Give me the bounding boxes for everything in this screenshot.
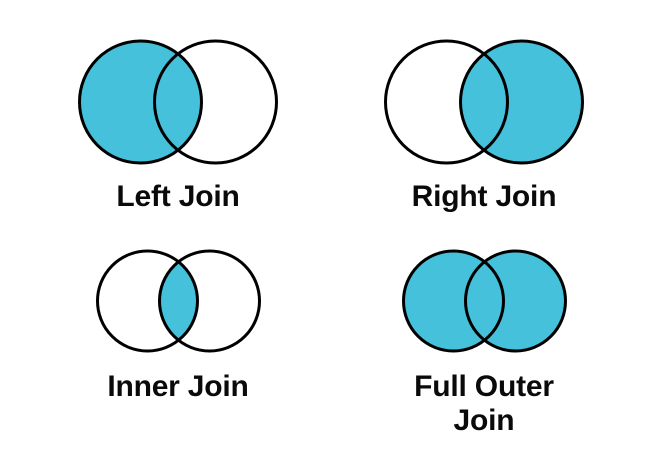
right-circle-outline [153, 39, 278, 165]
diagram-label-left-join: Left Join [116, 180, 240, 213]
diagram-label-right-join: Right Join [411, 180, 557, 213]
left-circle-outline [95, 249, 199, 353]
right-circle-outline [459, 39, 584, 165]
diagram-label-inner-join: Inner Join [107, 370, 249, 403]
right-circle-fill [465, 251, 565, 351]
venn-svg-left-join [78, 39, 278, 165]
diagram-label-full-outer-join: Full Outer Join [414, 370, 554, 437]
diagram-full-outer-join: Full Outer Join [334, 246, 634, 437]
right-circle-outline [463, 249, 567, 353]
left-circle-outline [401, 249, 505, 353]
venn-inner-join [91, 246, 266, 358]
left-circle-outline [384, 39, 509, 165]
venn-svg-right-join [384, 39, 584, 165]
right-circle-outline [157, 249, 261, 353]
venn-right-join [384, 34, 584, 170]
venn-svg-full-outer-join [401, 249, 567, 353]
venn-svg-inner-join [95, 249, 261, 353]
overlap-region [460, 41, 508, 163]
diagram-left-join: Left Join [22, 34, 334, 214]
venn-full-outer-join [397, 246, 572, 358]
diagram-inner-join: Inner Join [22, 246, 334, 404]
venn-left-join [78, 34, 278, 170]
overlap-region [159, 251, 197, 351]
diagram-right-join: Right Join [334, 34, 634, 214]
left-circle-outline [78, 39, 203, 165]
overlap-region [154, 41, 202, 163]
